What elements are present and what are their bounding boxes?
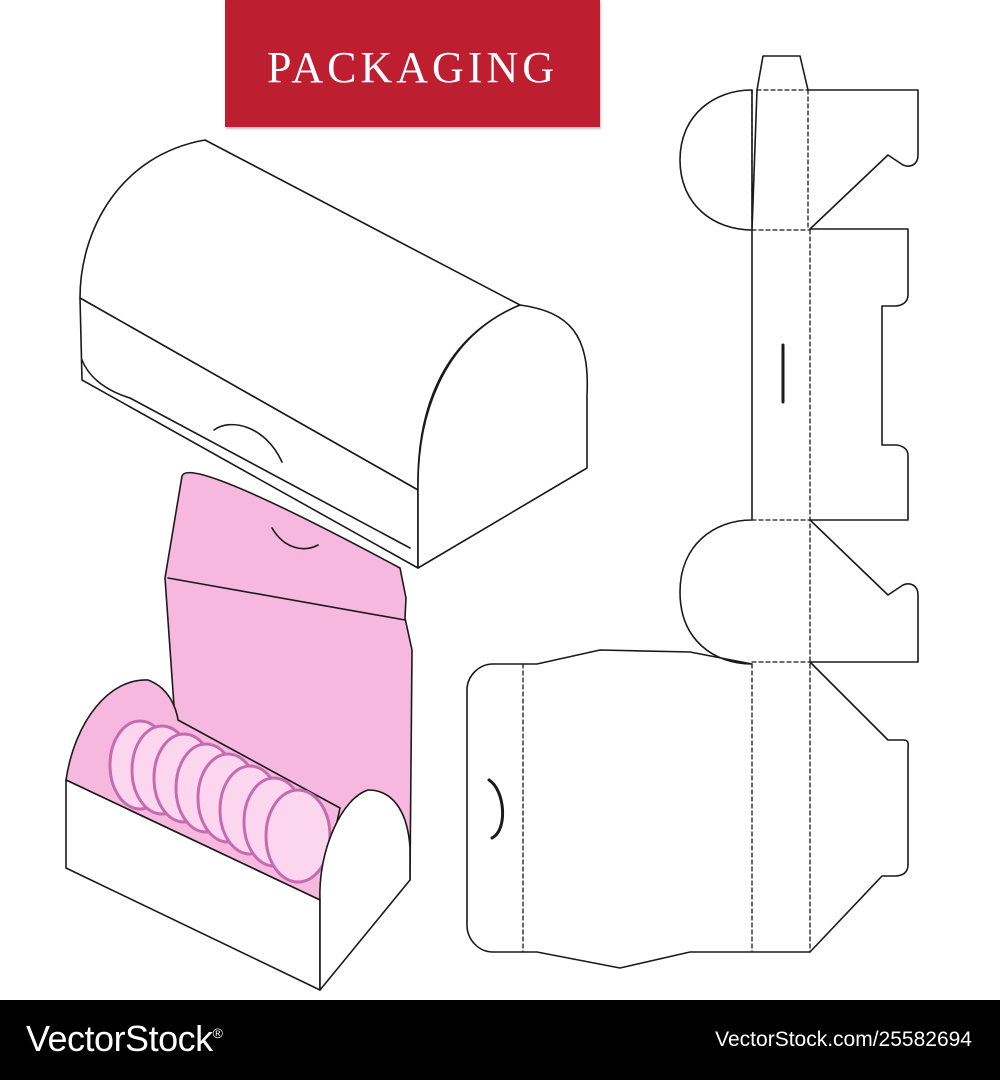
open-box-lid-crease — [167, 577, 406, 621]
open-box-lid-notch — [271, 527, 319, 550]
page-title: PACKAGING — [266, 43, 559, 92]
closed-box-lid-flap — [81, 359, 411, 549]
dieline — [466, 55, 919, 969]
open-box-end-face — [319, 789, 411, 991]
closed-box-thumb-notch — [213, 423, 283, 463]
footer-brand-logo: VectorStock® — [26, 1018, 223, 1060]
thumb-notch — [487, 778, 505, 840]
footer-registered-mark: ® — [212, 1025, 223, 1041]
cookie — [264, 788, 332, 884]
footer-brand-name: VectorStock — [26, 1018, 213, 1059]
closed-box-end-face — [417, 304, 589, 569]
title-banner: PACKAGING — [225, 0, 600, 127]
packaging-illustration — [65, 55, 919, 991]
open-box — [65, 471, 413, 991]
footer-bar: VectorStock® VectorStock.com/25582694 — [0, 1000, 1000, 1080]
open-box-lid-inside — [164, 471, 413, 881]
footer-image-id: VectorStock.com/25582694 — [715, 1028, 972, 1051]
closed-box — [79, 139, 589, 569]
dieline-outline — [466, 55, 919, 969]
